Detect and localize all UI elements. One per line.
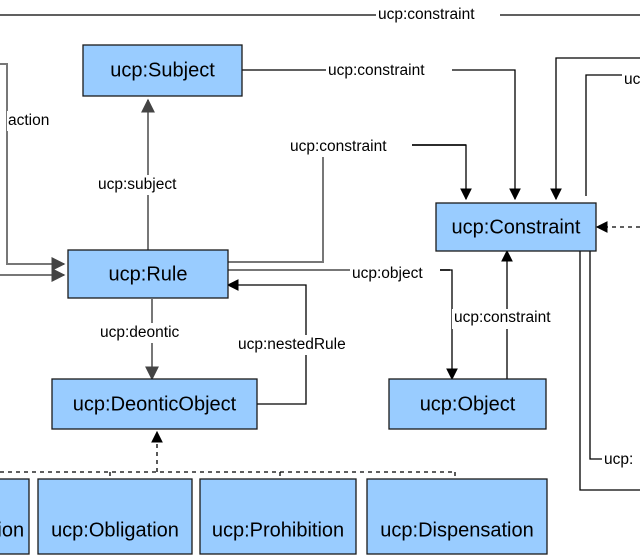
edge-label-right-top: uc xyxy=(624,71,640,88)
node-permission-partial[interactable]: tion xyxy=(0,478,30,555)
edge-label-action: action xyxy=(8,112,49,129)
edge-object xyxy=(430,269,458,381)
edge-subject-constraint xyxy=(242,69,521,201)
node-deontic-object[interactable]: ucp:DeonticObject xyxy=(51,378,258,430)
edge-action xyxy=(0,63,66,271)
node-permission-partial-label: tion xyxy=(0,519,24,541)
edge-label-object: ucp:object xyxy=(352,265,423,282)
edge-label-rule-constraint: ucp:constraint xyxy=(290,138,387,155)
edge-rule-constraint xyxy=(400,144,472,201)
edge-right-bottom xyxy=(579,251,640,491)
node-constraint-label: ucp:Constraint xyxy=(452,216,581,238)
node-obligation[interactable]: ucp:Obligation xyxy=(37,478,193,555)
edge-label-deontic: ucp:deontic xyxy=(100,324,180,341)
edge-right-top-2 xyxy=(585,74,640,196)
node-object-label: ucp:Object xyxy=(420,393,516,415)
node-obligation-label: ucp:Obligation xyxy=(51,519,179,541)
edge-right-bottom-2 xyxy=(589,251,640,460)
edge-label-subject-constraint: ucp:constraint xyxy=(328,62,425,79)
node-prohibition-label: ucp:Prohibition xyxy=(212,519,344,541)
node-constraint[interactable]: ucp:Constraint xyxy=(435,202,597,252)
node-subject-label: ucp:Subject xyxy=(110,59,215,81)
edge-label-nested-rule: ucp:nestedRule xyxy=(238,336,346,353)
node-rule[interactable]: ucp:Rule xyxy=(67,249,229,299)
edge-label-subject: ucp:subject xyxy=(98,176,177,193)
node-prohibition[interactable]: ucp:Prohibition xyxy=(199,478,357,555)
edge-rule-constraint-line xyxy=(228,144,466,263)
edge-label-top-constraint: ucp:constraint xyxy=(378,6,475,23)
node-rule-label: ucp:Rule xyxy=(109,263,188,285)
edge-label-object-constraint: ucp:constraint xyxy=(454,309,551,326)
node-deontic-object-label: ucp:DeonticObject xyxy=(73,393,237,415)
node-object[interactable]: ucp:Object xyxy=(388,378,547,430)
node-subject[interactable]: ucp:Subject xyxy=(82,44,243,97)
node-dispensation[interactable]: ucp:Dispensation xyxy=(366,478,548,555)
edge-label-right-bottom: ucp: xyxy=(604,451,633,468)
edge-right-top xyxy=(550,57,640,201)
node-dispensation-label: ucp:Dispensation xyxy=(380,519,533,541)
